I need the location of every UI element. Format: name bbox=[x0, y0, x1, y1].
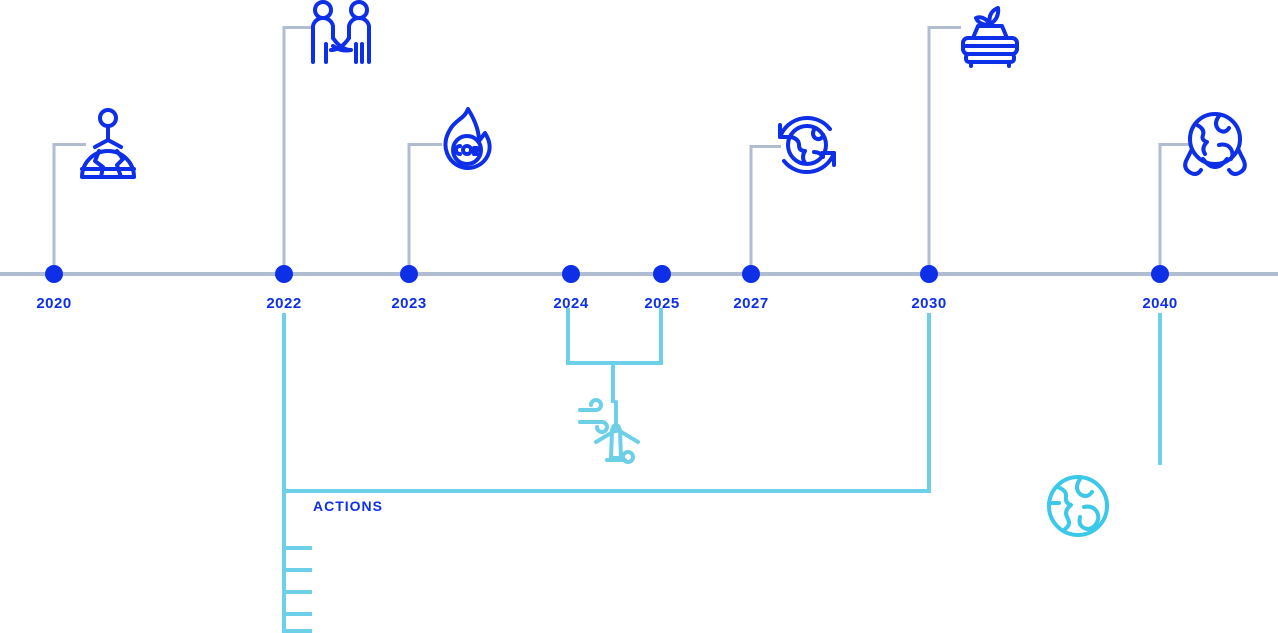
milestone-dot-2025[interactable] bbox=[653, 265, 671, 283]
connector-stem-2023 bbox=[407, 143, 411, 274]
year-label-2025: 2025 bbox=[644, 295, 680, 312]
drop-line-2040 bbox=[1158, 313, 1162, 465]
connector-elbow-2022 bbox=[284, 26, 314, 29]
connector-stem-2022 bbox=[282, 26, 286, 274]
year-label-2024: 2024 bbox=[553, 295, 589, 312]
connector-stem-2030 bbox=[927, 26, 931, 274]
milestone-dot-2024[interactable] bbox=[562, 265, 580, 283]
eco-car-icon bbox=[956, 6, 1024, 68]
actions-rung-3 bbox=[284, 590, 312, 594]
milestone-dot-2027[interactable] bbox=[742, 265, 760, 283]
actions-rung-5 bbox=[284, 629, 312, 633]
milestone-dot-2020[interactable] bbox=[45, 265, 63, 283]
milestone-dot-2022[interactable] bbox=[275, 265, 293, 283]
connector-elbow-2027 bbox=[751, 145, 781, 148]
year-label-2040: 2040 bbox=[1142, 295, 1178, 312]
actions-rung-2 bbox=[284, 568, 312, 572]
actions-rung-1 bbox=[284, 546, 312, 550]
drop-line-2030 bbox=[927, 313, 931, 493]
earth-globe-icon bbox=[1044, 473, 1112, 539]
timeline-axis bbox=[0, 272, 1278, 276]
connector-stem-2020 bbox=[52, 143, 56, 274]
bracket-right-arm bbox=[659, 308, 663, 365]
globe-cycle-icon bbox=[771, 109, 843, 181]
connector-elbow-2040 bbox=[1160, 143, 1190, 146]
actions-label: ACTIONS bbox=[313, 498, 383, 514]
connector-elbow-2023 bbox=[409, 143, 442, 146]
actions-rail bbox=[284, 489, 931, 493]
milestone-dot-2040[interactable] bbox=[1151, 265, 1169, 283]
year-label-2030: 2030 bbox=[911, 295, 947, 312]
year-label-2020: 2020 bbox=[36, 295, 72, 312]
bracket-stem bbox=[611, 361, 615, 403]
milestone-dot-2023[interactable] bbox=[400, 265, 418, 283]
connector-stem-2040 bbox=[1158, 143, 1162, 274]
actions-rung-4 bbox=[284, 612, 312, 616]
connector-elbow-2020 bbox=[54, 143, 86, 146]
year-label-2022: 2022 bbox=[266, 295, 302, 312]
connector-elbow-2030 bbox=[929, 26, 961, 29]
wind-turbine-icon bbox=[576, 394, 650, 466]
year-label-2023: 2023 bbox=[391, 295, 427, 312]
hands-globe-icon bbox=[1181, 107, 1249, 179]
co2-flame-icon bbox=[439, 106, 497, 170]
milestone-dot-2030[interactable] bbox=[920, 265, 938, 283]
person-globe-icon bbox=[77, 107, 139, 179]
year-label-2027: 2027 bbox=[733, 295, 769, 312]
actions-ladder-spine bbox=[282, 313, 286, 633]
connector-stem-2027 bbox=[749, 145, 753, 274]
bracket-left-arm bbox=[566, 308, 570, 365]
handshake-partners-icon bbox=[304, 0, 378, 64]
